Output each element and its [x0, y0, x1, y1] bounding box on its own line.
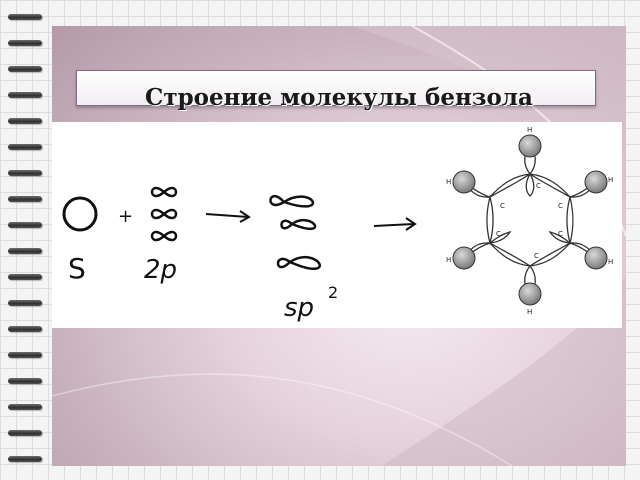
s-orbital [62, 196, 98, 232]
c-label-2: C [558, 202, 563, 210]
s-label: S [68, 252, 86, 285]
h-atom-upper-left [452, 170, 476, 194]
arrow-2 [373, 217, 417, 231]
h-atom-lower-left [452, 246, 476, 270]
slide-title: Строение молекулы бензола [145, 84, 533, 111]
arrow-1 [205, 210, 251, 223]
hybridization-figure: S + 2p sp 2 [52, 122, 622, 328]
c-label-1: C [536, 182, 541, 190]
sp2-superscript: 2 [328, 283, 338, 302]
h-label-upper-left: H [446, 178, 451, 186]
binding-ring [8, 92, 42, 98]
c-label-4: C [534, 252, 539, 260]
binding-ring [8, 222, 42, 228]
binding-ring [8, 248, 42, 254]
binding-ring [8, 14, 42, 20]
binding-ring [8, 196, 42, 202]
c-label-5: C [496, 230, 501, 238]
benzene-molecule: H H H H H H C C C C C C [446, 126, 613, 316]
c-label-6: C [500, 202, 505, 210]
slide-panel: Строение молекулы бензола S + 2p [52, 26, 626, 466]
sp2-label: sp [284, 293, 314, 323]
binding-ring [8, 170, 42, 176]
h-label-lower-left: H [446, 256, 451, 264]
binding-ring [8, 456, 42, 462]
binding-ring [8, 378, 42, 384]
title-frame [76, 70, 596, 106]
plus-sign: + [118, 206, 133, 227]
binding-ring [8, 274, 42, 280]
h-label-bottom: H [527, 308, 532, 316]
sp2-orbitals [269, 194, 322, 270]
spiral-binding [0, 0, 52, 480]
binding-ring [8, 404, 42, 410]
binding-ring [8, 118, 42, 124]
h-atom-top [518, 134, 542, 158]
h-atom-lower-right [584, 246, 608, 270]
binding-ring [8, 144, 42, 150]
binding-ring [8, 326, 42, 332]
p-orbitals [150, 186, 178, 242]
binding-ring [8, 352, 42, 358]
h-atom-upper-right [584, 170, 608, 194]
binding-ring [8, 430, 42, 436]
h-label-upper-right: H [608, 176, 613, 184]
p-label: 2p [144, 255, 177, 285]
hybridization-diagram: S + 2p sp 2 [62, 126, 613, 323]
binding-ring [8, 66, 42, 72]
binding-ring [8, 40, 42, 46]
c-label-3: C [558, 230, 563, 238]
h-atom-bottom [518, 282, 542, 306]
binding-ring [8, 300, 42, 306]
h-label-lower-right: H [608, 258, 613, 266]
h-label-top: H [527, 126, 532, 134]
